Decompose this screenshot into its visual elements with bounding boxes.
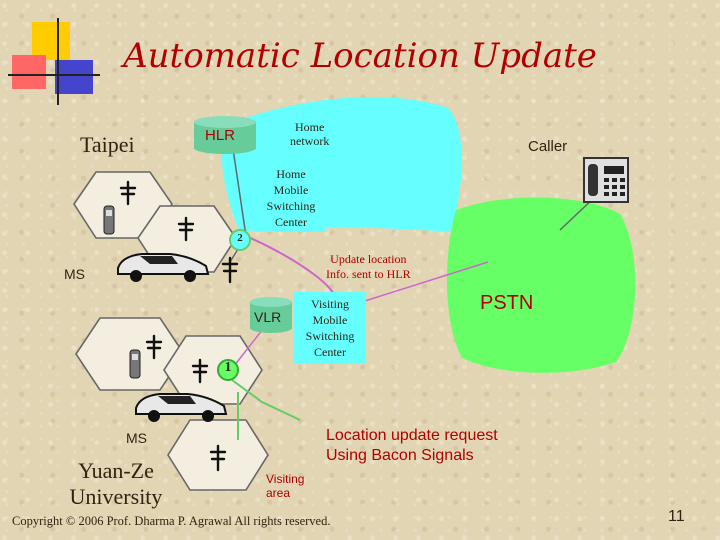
home-msc-label: Home Mobile Switching Center [266,167,316,229]
visiting-msc-label: Visiting Mobile Switching Center [305,297,355,359]
slide-title: Automatic Location Update [123,36,597,76]
mobile-phone-icon [129,349,141,379]
copyright-text: Copyright © 2006 Prof. Dharma P. Agrawal… [12,514,331,528]
antenna-icon [119,180,137,206]
home-network-label: Home network [290,120,330,148]
hlr-label: HLR [205,127,236,144]
antenna-icon [191,358,209,384]
car-icon [135,393,228,422]
pstn-label: PSTN [480,292,534,314]
antenna-icon [145,334,163,360]
cell-lower-center [163,335,263,405]
home-msc-box [254,160,326,232]
hlr-to-home-msc-line [231,141,247,237]
ms-label-top: MS [64,266,85,282]
location-request-line [231,379,301,421]
update-path-line [245,235,336,301]
caller-label: Caller [528,138,568,155]
antenna-icon [221,256,239,284]
antenna-icon [177,216,195,242]
vlr-label: VLR [254,309,282,325]
antenna-icon [209,444,227,472]
step-1-circle [217,359,239,381]
telephone-icon [583,157,629,203]
yuan-ze-label: Yuan-Ze University [69,458,163,509]
vlr-database-icon [250,297,292,333]
update-info-label: Update location Info. sent to HLR [326,252,411,281]
page-number: 11 [668,508,685,525]
step-1-label: 1 [224,360,232,375]
car-icon [117,253,210,282]
logo-squares [8,18,100,105]
pstn-cloud [446,197,636,373]
step-2-circle [229,229,251,251]
location-request-label: Location update request Using Bacon Sign… [326,427,498,464]
hlr-database-icon [194,116,256,154]
ms-label-bottom: MS [126,430,147,446]
mobile-phone-icon [103,205,115,235]
step-2-label: 2 [237,232,243,244]
taipei-label: Taipei [80,132,135,157]
visiting-msc-box [294,292,366,364]
visiting-area-label: Visiting area [266,472,305,500]
